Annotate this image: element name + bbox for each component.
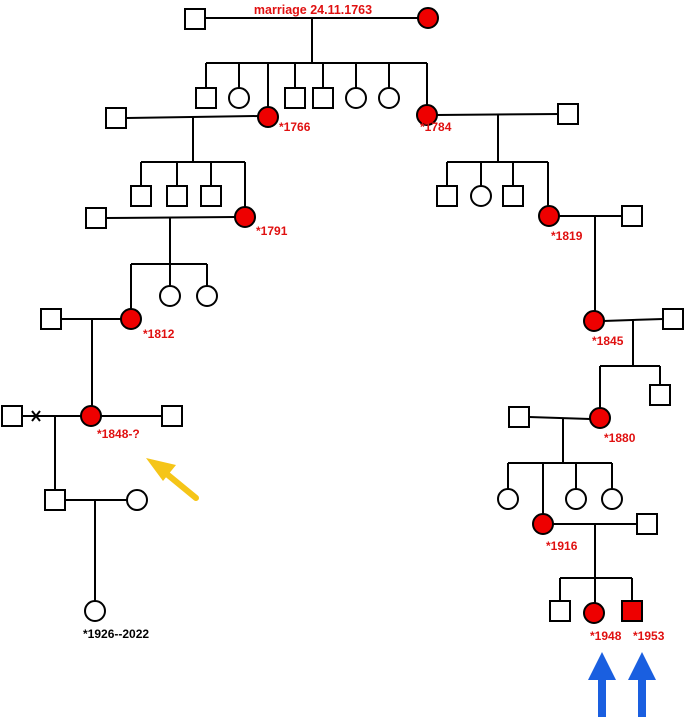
male-child (44, 489, 66, 511)
female-affected-1916 (532, 513, 554, 535)
female-spouse (126, 489, 148, 511)
birth-label-1845: *1845 (592, 334, 624, 348)
male-sibling (549, 600, 571, 622)
female-sibling (470, 185, 492, 207)
male-spouse (636, 513, 658, 535)
birth-label-1880: *1880 (604, 431, 636, 445)
divorce-x-icon (31, 410, 41, 422)
birth-label-1926: *1926--2022 (83, 627, 149, 641)
female-sibling (228, 87, 250, 109)
male-sibling (649, 384, 671, 406)
female-affected-1880 (589, 407, 611, 429)
male-spouse (40, 308, 62, 330)
male-sibling (166, 185, 188, 207)
male-sibling (195, 87, 217, 109)
female-sibling (159, 285, 181, 307)
birth-label-1948: *1948 (590, 629, 622, 643)
birth-label-1819: *1819 (551, 229, 583, 243)
male-sibling (502, 185, 524, 207)
blue-arrow-icon-1953 (628, 652, 656, 717)
female-sibling (196, 285, 218, 307)
male-affected-1953 (621, 600, 643, 622)
male-spouse (508, 406, 530, 428)
female-affected-1812 (120, 308, 142, 330)
male-spouse (85, 207, 107, 229)
female-affected-1948 (583, 602, 605, 624)
birth-label-1766: *1766 (279, 120, 311, 134)
male-sibling (200, 185, 222, 207)
male-sibling (436, 185, 458, 207)
blue-arrow-icon-1948 (588, 652, 616, 717)
female-affected-1819 (538, 205, 560, 227)
birth-label-1812: *1812 (143, 327, 175, 341)
male-founder (184, 8, 206, 30)
female-affected-1766 (257, 106, 279, 128)
female-affected-1791 (234, 206, 256, 228)
female-1926 (84, 600, 106, 622)
male-spouse (662, 308, 684, 330)
female-sibling (378, 87, 400, 109)
male-spouse-divorced (1, 405, 23, 427)
male-spouse (105, 107, 127, 129)
female-affected-1848 (80, 405, 102, 427)
male-sibling (130, 185, 152, 207)
male-spouse (557, 103, 579, 125)
female-affected-1845 (583, 310, 605, 332)
yellow-arrow-icon (146, 458, 199, 501)
birth-label-1953: *1953 (633, 629, 665, 643)
male-sibling (284, 87, 306, 109)
birth-label-1784: *1784 (420, 120, 452, 134)
female-affected-1784 (416, 104, 438, 126)
female-sibling (565, 488, 587, 510)
male-sibling (312, 87, 334, 109)
female-founder-affected (417, 7, 439, 29)
female-sibling (345, 87, 367, 109)
pedigree-lines (22, 17, 664, 604)
birth-label-1848: *1848-? (97, 427, 140, 441)
birth-label-1791: *1791 (256, 224, 288, 238)
birth-label-1916: *1916 (546, 539, 578, 553)
marriage-title: marriage 24.11.1763 (254, 3, 372, 17)
female-sibling (497, 488, 519, 510)
male-spouse (621, 205, 643, 227)
male-spouse (161, 405, 183, 427)
female-sibling (601, 488, 623, 510)
